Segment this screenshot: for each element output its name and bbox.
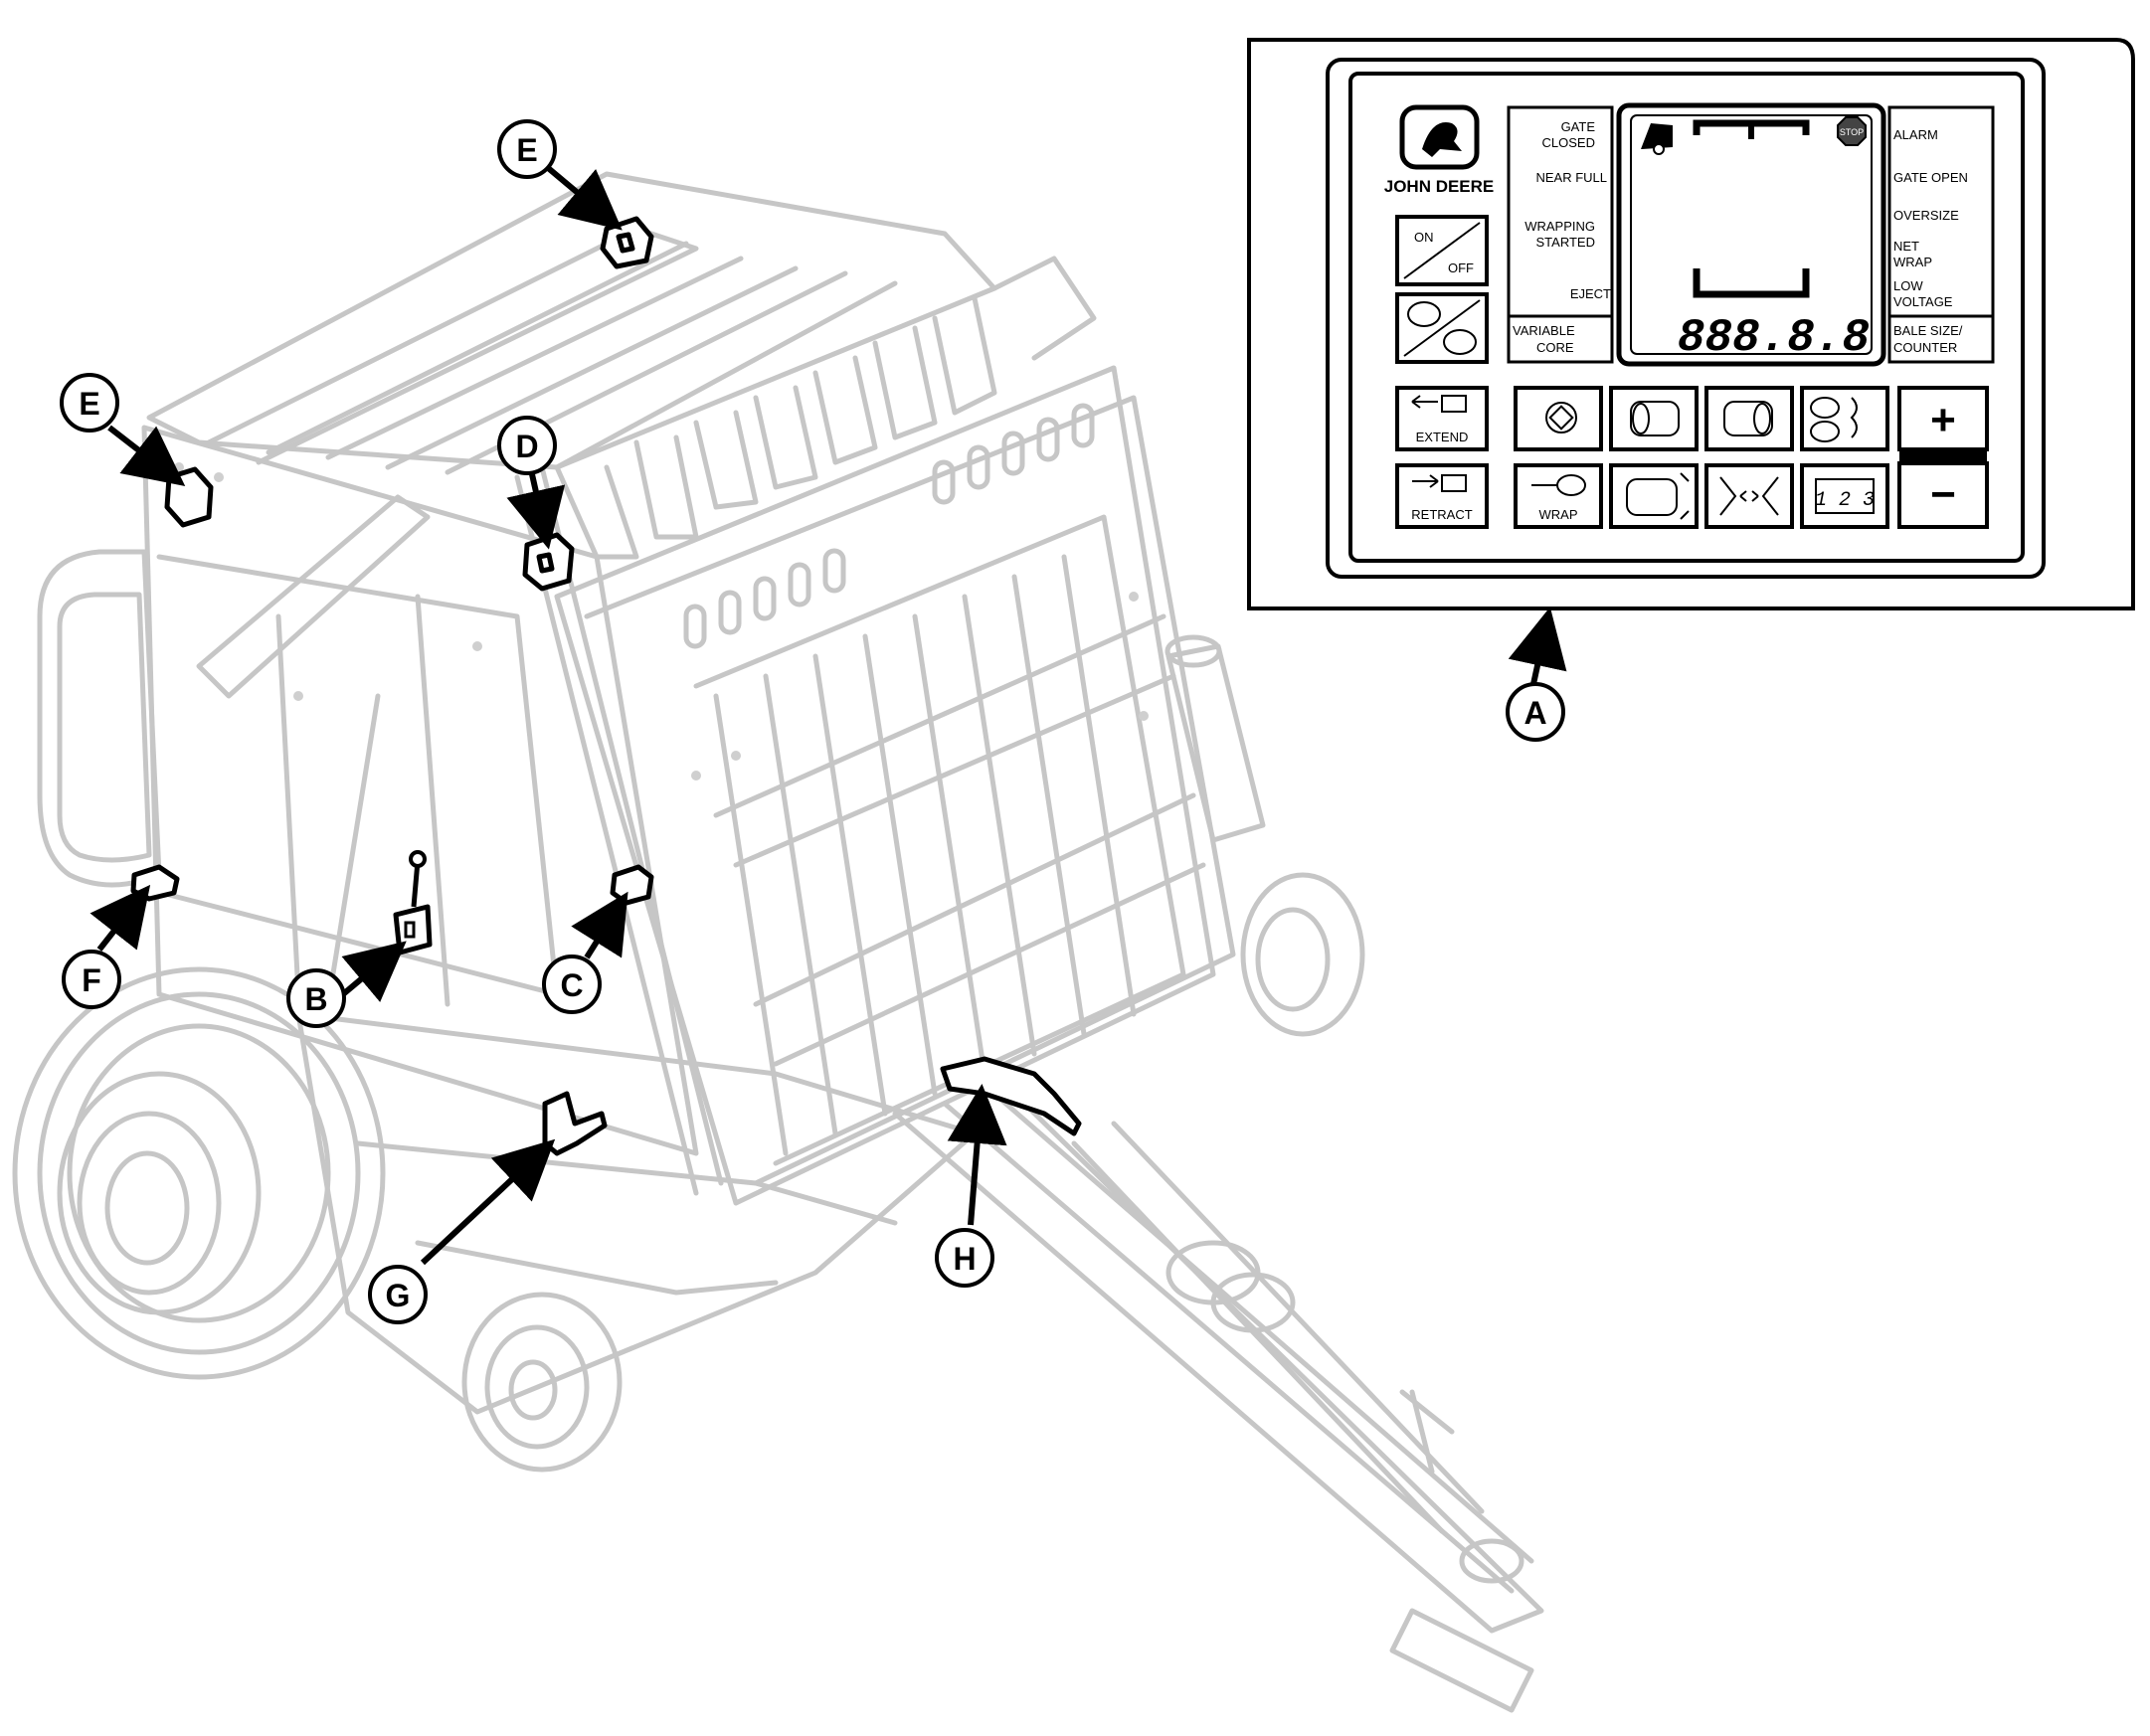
svg-text:GATE OPEN: GATE OPEN	[1893, 170, 1968, 185]
callout-arrows	[90, 164, 1567, 1266]
svg-text:−: −	[1930, 470, 1956, 519]
callout-a: A	[1506, 682, 1565, 742]
john-deere-logo: JOHN DEERE	[1384, 104, 1495, 196]
callout-f: F	[62, 950, 121, 1009]
callout-e-top: E	[497, 119, 557, 179]
callout-h: H	[935, 1228, 994, 1288]
svg-text:NEAR FULL: NEAR FULL	[1535, 170, 1607, 185]
svg-text:1 2 3: 1 2 3	[1815, 489, 1875, 512]
svg-text:ALARM: ALARM	[1893, 127, 1938, 142]
svg-text:WRAP: WRAP	[1893, 255, 1932, 269]
svg-text:NET: NET	[1893, 239, 1919, 254]
svg-text:F: F	[82, 962, 101, 998]
callout-g: G	[368, 1265, 428, 1324]
svg-text:CORE: CORE	[1536, 340, 1574, 355]
svg-text:B: B	[304, 981, 327, 1017]
callout-e-left: E	[60, 373, 119, 433]
net-wrap-mode-button[interactable]	[1514, 386, 1603, 451]
svg-text:LOW: LOW	[1893, 278, 1923, 293]
stop-icon	[1837, 116, 1867, 146]
left-indicator-labels: GATE CLOSED NEAR FULL WRAPPING STARTED E…	[1513, 119, 1611, 355]
svg-text:E: E	[79, 386, 99, 422]
svg-text:G: G	[386, 1278, 411, 1313]
callout-b: B	[286, 968, 346, 1028]
trim-button[interactable]	[1704, 463, 1794, 529]
svg-text:COUNTER: COUNTER	[1893, 340, 1957, 355]
extend-button[interactable]: EXTEND	[1395, 386, 1489, 451]
callout-c: C	[542, 955, 602, 1014]
sensor-e-left	[164, 466, 214, 528]
svg-text:C: C	[560, 967, 583, 1003]
plus-button[interactable]: +	[1897, 386, 1989, 451]
retract-button[interactable]: RETRACT	[1395, 463, 1489, 529]
callout-d: D	[497, 416, 557, 475]
svg-text:VARIABLE: VARIABLE	[1513, 323, 1575, 338]
svg-text:JOHN DEERE: JOHN DEERE	[1384, 177, 1495, 196]
lcd-display: STOP 888.8.8	[1616, 102, 1886, 367]
svg-text:GATE: GATE	[1561, 119, 1596, 134]
svg-text:BALE SIZE/: BALE SIZE/	[1893, 323, 1963, 338]
minus-button[interactable]: −	[1897, 461, 1989, 529]
sensor-c	[610, 864, 654, 906]
callout-labels: E E D C B F G H A	[60, 119, 1565, 1324]
sensor-g	[542, 1091, 608, 1156]
svg-text:WRAP: WRAP	[1539, 507, 1578, 522]
wrap-button[interactable]: WRAP	[1514, 463, 1603, 529]
baler-monitor: JOHN DEERE GATE CLOSED NEAR FULL WRAPPIN…	[1247, 38, 2135, 610]
svg-text:EJECT: EJECT	[1570, 286, 1611, 301]
baler-status-icon	[1641, 123, 1673, 149]
svg-text:+: +	[1930, 396, 1956, 444]
svg-text:E: E	[516, 132, 537, 168]
lcd-digits: 888.8.8	[1678, 312, 1870, 364]
counter-button[interactable]: 1 2 3	[1800, 463, 1889, 529]
bale-density-button[interactable]	[1704, 386, 1794, 451]
bale-shape-button[interactable]	[1609, 386, 1699, 451]
right-indicator-labels: ALARM GATE OPEN OVERSIZE NET WRAP LOW VO…	[1893, 127, 1968, 355]
wrap-count-button[interactable]	[1800, 386, 1889, 451]
sensor-f	[130, 864, 180, 902]
svg-text:OVERSIZE: OVERSIZE	[1893, 208, 1959, 223]
bale-size-button[interactable]	[1609, 463, 1699, 529]
svg-text:ON: ON	[1414, 230, 1434, 245]
svg-text:CLOSED: CLOSED	[1542, 135, 1595, 150]
svg-text:VOLTAGE: VOLTAGE	[1893, 294, 1953, 309]
svg-text:OFF: OFF	[1448, 260, 1474, 275]
svg-text:WRAPPING: WRAPPING	[1524, 219, 1595, 234]
svg-text:STARTED: STARTED	[1536, 235, 1595, 250]
on-off-button[interactable]: ON OFF	[1395, 215, 1489, 286]
svg-text:RETRACT: RETRACT	[1411, 507, 1472, 522]
svg-text:D: D	[515, 429, 538, 464]
svg-text:H: H	[953, 1241, 976, 1277]
svg-text:STOP: STOP	[1840, 127, 1864, 137]
svg-text:EXTEND: EXTEND	[1416, 430, 1469, 444]
variable-core-button[interactable]	[1395, 292, 1489, 364]
svg-text:A: A	[1523, 695, 1546, 731]
